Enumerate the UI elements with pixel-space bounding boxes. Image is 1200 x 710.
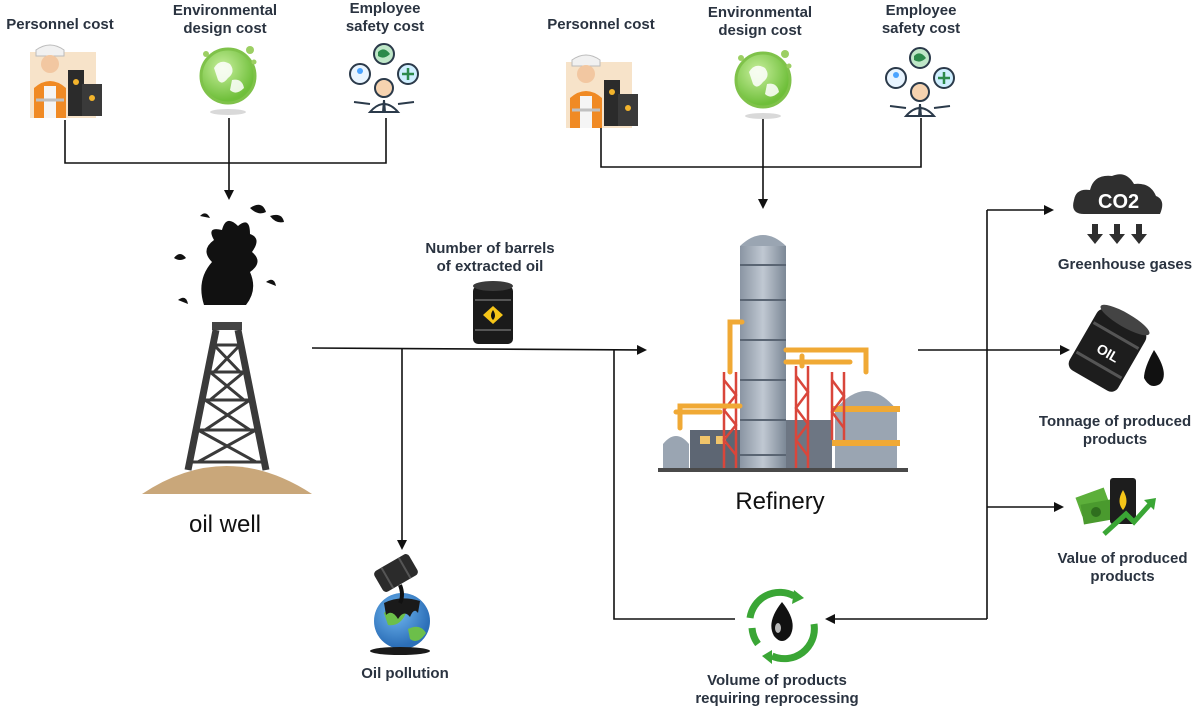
left-safety-cost-label: Employee safety cost	[345, 0, 425, 35]
arrow-well-to-refinery	[311, 344, 647, 355]
reprocessing-icon	[746, 588, 818, 664]
personnel-cost-icon-right	[566, 54, 638, 128]
refinery-label: Refinery	[735, 488, 825, 515]
employee-safety-icon	[349, 43, 419, 113]
oil-barrel-icon	[473, 281, 513, 344]
reprocessing-return-line	[613, 350, 735, 620]
right-safety-cost-label: Employee safety cost	[881, 2, 961, 37]
left-environmental-cost-label: Environmental design cost	[172, 2, 278, 37]
barrels-extracted-label: Number of barrels of extracted oil	[425, 240, 555, 275]
oil-well-label: oil well	[188, 511, 262, 538]
right-environmental-cost-label: Environmental design cost	[707, 4, 813, 39]
right-personnel-cost-label: Personnel cost	[547, 16, 655, 33]
connector-lines	[64, 118, 1070, 624]
value-label: Value of produced products	[1057, 550, 1188, 585]
refinery-icon	[658, 235, 908, 472]
tonnage-barrel-icon: OIL	[1068, 304, 1164, 392]
environmental-design-icon	[199, 46, 257, 115]
environmental-design-icon-right	[734, 50, 792, 119]
right-input-bracket	[600, 118, 922, 168]
reprocessing-label: Volume of products requiring reprocessin…	[695, 672, 859, 707]
co2-text: CO2	[1098, 191, 1139, 213]
personnel-cost-icon	[30, 44, 102, 118]
greenhouse-gases-label: Greenhouse gases	[1057, 256, 1193, 273]
oil-pollution-label: Oil pollution	[361, 665, 449, 682]
left-input-bracket	[64, 118, 387, 164]
oil-pollution-icon	[370, 554, 430, 655]
employee-safety-icon-right	[885, 47, 955, 117]
co2-cloud-icon: CO2	[1073, 174, 1163, 244]
left-personnel-cost-label: Personnel cost	[6, 16, 114, 33]
tonnage-label: Tonnage of produced products	[1038, 413, 1192, 448]
value-growth-icon	[1075, 478, 1156, 536]
oil-well-icon	[142, 204, 312, 494]
